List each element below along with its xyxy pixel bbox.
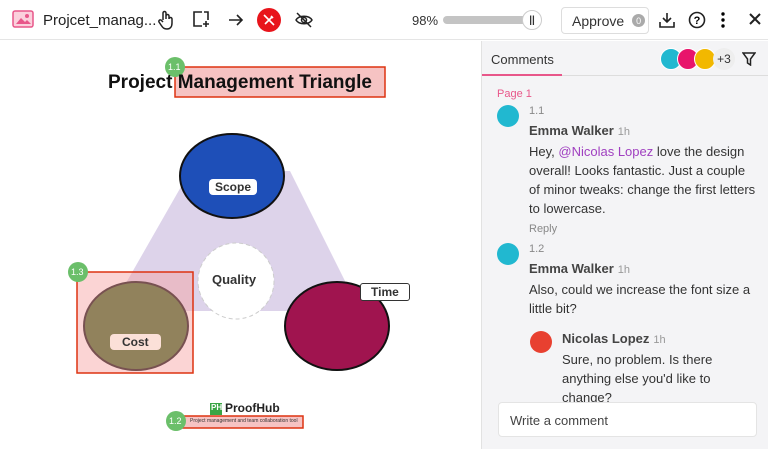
marker-1-3[interactable]: 1.3 [71,267,84,277]
comment-author: Emma Walker [529,123,614,138]
quality-label: Quality [212,272,257,287]
close-icon[interactable] [748,12,762,26]
scope-blob [179,133,285,219]
title-project: Project [108,72,178,93]
cost-label: Cost [110,334,161,350]
comment-text: Also, could we increase the font size a … [529,282,751,316]
zoom-slider[interactable] [443,16,539,24]
comment-text: Sure, no problem. Is there anything else… [562,352,713,405]
filter-icon[interactable] [742,52,756,66]
comment-number: 1.2 [529,243,545,255]
approve-count: 0 [632,14,646,27]
annotation-1-3 [76,271,194,374]
comment-time: 1h [653,334,666,346]
brand-name: ProofHub [225,401,280,415]
marker-1-1[interactable]: 1.1 [168,62,181,72]
comment-time: 1h [617,126,631,138]
page-label: Page 1 [497,88,532,100]
approve-button[interactable]: Approve 0 [561,7,649,34]
quality-burst [197,242,275,320]
comment-text: love the design overall! Looks fantastic… [529,144,756,216]
comment-author: Emma Walker [529,261,614,276]
comment-author: Nicolas Lopez [562,331,650,346]
arrow-icon[interactable] [227,11,245,29]
file-name: Projcet_manag... [43,12,157,29]
pen-off-icon[interactable] [257,8,281,32]
image-icon [12,10,34,28]
tagline: Project management and team collaboratio… [190,418,298,424]
avatar [497,243,519,265]
avatar [530,331,552,353]
toolbar: Projcet_manag... 98% || Approve 0 ? [0,0,768,40]
reply-button[interactable]: Reply [529,223,558,235]
help-icon[interactable]: ? [688,11,706,29]
proof-canvas[interactable]: Project Management Triangle Scope Qualit… [0,41,480,449]
time-label: Time [360,283,410,301]
eye-off-icon[interactable] [294,11,314,29]
comment-text: Hey, [529,144,559,159]
scope-label: Scope [209,179,258,195]
more-participants[interactable]: +3 [713,48,735,70]
svg-text:?: ? [694,15,701,27]
zoom-level: 98% [412,13,439,28]
approve-label: Approve [572,12,625,29]
comment-number: 1.1 [529,105,545,117]
title-management: Management Triangle [177,72,372,93]
more-icon[interactable] [720,11,726,29]
brand-logo: PH [211,403,223,412]
zoom-slider-handle[interactable]: || [522,10,542,30]
avatar [497,105,519,127]
add-box-icon[interactable] [192,10,210,28]
marker-1-2[interactable]: 1.2 [169,416,182,426]
mention-link[interactable]: @Nicolas Lopez [558,144,654,159]
tab-comments[interactable]: Comments [482,41,562,76]
annotation-1-1 [174,66,386,98]
download-icon[interactable] [658,11,676,29]
hand-icon[interactable] [157,10,175,30]
comment-input[interactable]: Write a comment [498,402,757,437]
comment-time: 1h [617,264,631,276]
time-blob [284,281,390,371]
